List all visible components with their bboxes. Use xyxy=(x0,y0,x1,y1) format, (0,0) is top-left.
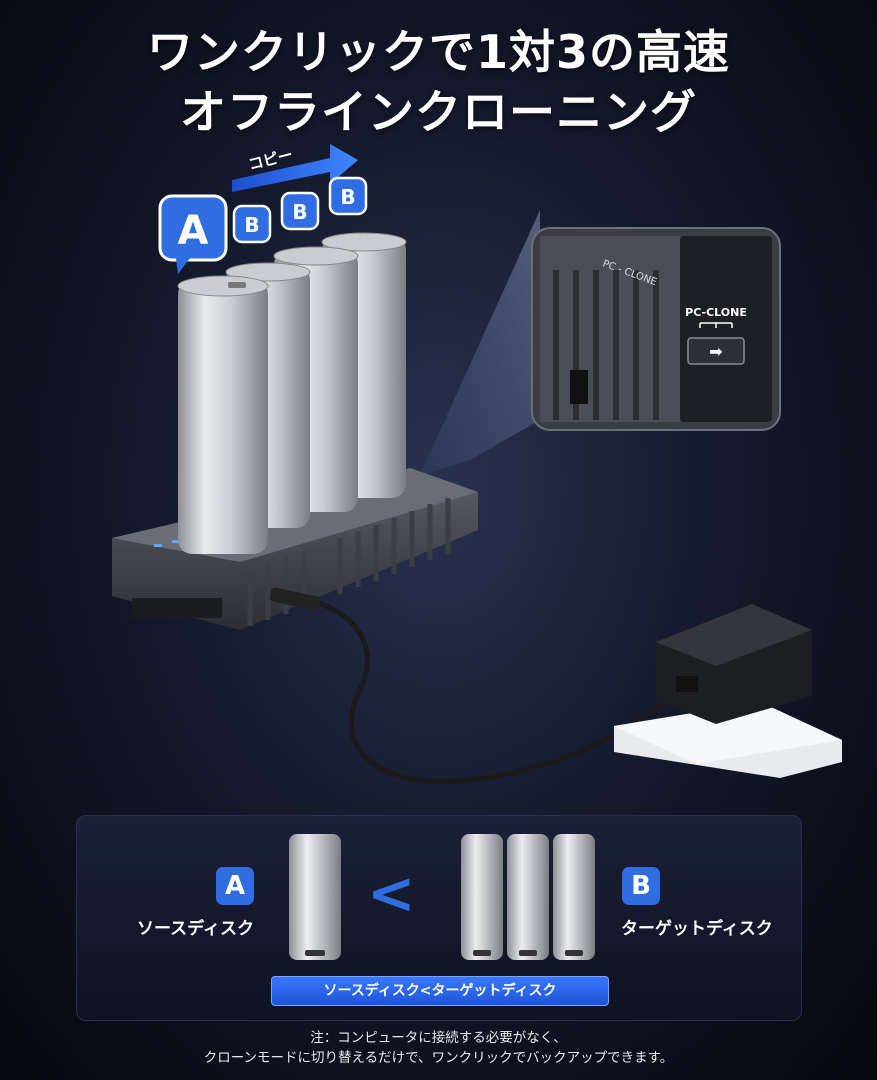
less-than-operator: < xyxy=(367,859,416,927)
switch-title: PC-CLONE xyxy=(685,306,747,319)
footnote-line-1: 注：コンピュータに接続する必要がなく、 xyxy=(310,1030,567,1046)
source-ssd-thumb xyxy=(289,834,341,960)
badge-b-bubble-3: B xyxy=(328,176,368,216)
badge-b-bubble-1: B xyxy=(232,204,272,244)
bubble-b-letter-3: B xyxy=(340,185,355,209)
zoom-beam xyxy=(420,210,540,475)
switch-arrow-icon: ➡ xyxy=(709,342,722,361)
target-ssd-thumb-2 xyxy=(507,834,549,960)
bubble-a-letter: A xyxy=(178,208,209,254)
target-ssd-thumb-3 xyxy=(553,834,595,960)
footnote: 注：コンピュータに接続する必要がなく、 クローンモードに切り替えるだけで、ワンク… xyxy=(0,1028,877,1068)
target-badge: B xyxy=(622,867,660,905)
headline-line-1: ワンクリックで1対3の高速 xyxy=(146,25,730,79)
target-label: ターゲットディスク xyxy=(621,919,773,939)
badge-b-bubble-2: B xyxy=(280,191,320,231)
source-label: ソースディスク xyxy=(137,919,254,939)
pc-clone-switch[interactable] xyxy=(687,337,745,365)
comparison-banner: ソースディスク<ターゲットディスク xyxy=(271,976,609,1006)
headline: ワンクリックで1対3の高速 オフラインクローニング xyxy=(0,22,877,142)
product-scene: PC - CLONE PC-CLONE ➡ コピー A B B B xyxy=(112,144,842,784)
switch-closeup: PC - CLONE PC-CLONE ➡ xyxy=(531,227,781,431)
power-outlet xyxy=(614,702,842,778)
bubble-b-letter-2: B xyxy=(292,200,307,224)
footnote-line-2: クローンモードに切り替えるだけで、ワンクリックでバックアップできます。 xyxy=(203,1050,674,1066)
target-ssd-thumb-1 xyxy=(461,834,503,960)
badge-a-bubble: A xyxy=(158,194,228,274)
bubble-b-letter-1: B xyxy=(244,213,259,237)
source-ssd xyxy=(177,275,269,554)
power-adapter xyxy=(656,604,812,724)
comparison-panel: A ソースディスク < B ターゲットディスク ソースディスク<ターゲットディス… xyxy=(76,815,802,1021)
headline-line-2: オフラインクローニング xyxy=(180,85,697,139)
power-cable xyxy=(299,595,692,784)
source-badge: A xyxy=(216,867,254,905)
